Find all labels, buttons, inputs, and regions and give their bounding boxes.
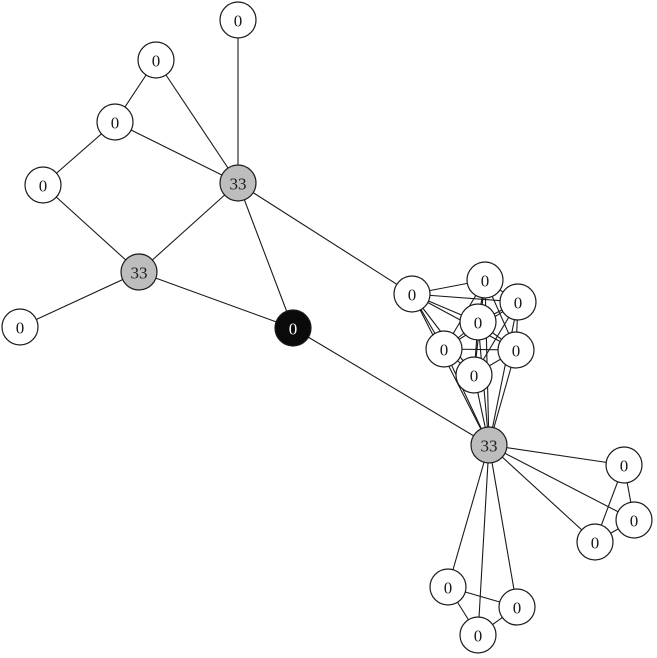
node-circle: [455, 356, 493, 394]
node-label: 0: [513, 599, 522, 618]
node-circle: [605, 446, 643, 484]
edge-c1-h3: [411, 293, 490, 446]
node-src: 0: [274, 309, 312, 347]
node-n_left: 0: [1, 308, 39, 346]
node-n_top: 0: [219, 1, 257, 39]
node-label: 0: [620, 457, 629, 476]
node-label: 0: [444, 579, 453, 598]
node-h3: 33: [470, 426, 508, 464]
node-c7: 0: [455, 356, 493, 394]
node-r3: 0: [576, 523, 614, 561]
node-r2: 0: [615, 501, 653, 539]
edge-h2-n_left: [19, 271, 140, 328]
node-c5: 0: [497, 331, 535, 369]
edge-h1-h2: [138, 182, 239, 273]
node-circle: [470, 426, 508, 464]
edge-h3-r2: [488, 444, 635, 521]
edge-n_a-h1: [155, 59, 239, 184]
node-circle: [120, 253, 158, 291]
edge-n_b-h1: [114, 121, 239, 184]
edge-src-h3: [292, 327, 490, 446]
node-circle: [498, 588, 536, 626]
node-c1: 0: [393, 275, 431, 313]
node-circle: [393, 275, 431, 313]
node-label: 0: [440, 341, 449, 360]
node-circle: [459, 616, 497, 654]
node-label: 0: [474, 627, 483, 646]
node-label: 0: [470, 367, 479, 386]
edge-h3-r1: [488, 444, 625, 466]
node-label: 0: [591, 534, 600, 553]
node-label: 33: [230, 175, 247, 194]
node-circle: [499, 283, 537, 321]
edge-n_c-h2: [42, 184, 140, 273]
node-h2: 33: [120, 253, 158, 291]
node-b2: 0: [498, 588, 536, 626]
node-n_a: 0: [137, 41, 175, 79]
node-h1: 33: [219, 164, 257, 202]
node-label: 0: [289, 320, 298, 339]
node-label: 0: [111, 114, 120, 133]
edge-h3-b1: [447, 444, 490, 588]
node-label: 0: [514, 294, 523, 313]
node-label: 0: [408, 286, 417, 305]
node-circle: [576, 523, 614, 561]
edge-h1-src: [237, 182, 294, 329]
node-circle: [96, 103, 134, 141]
node-circle: [137, 41, 175, 79]
node-circle: [497, 331, 535, 369]
node-n_b: 0: [96, 103, 134, 141]
node-label: 0: [16, 319, 25, 338]
edge-h3-b3: [477, 444, 490, 636]
node-r1: 0: [605, 446, 643, 484]
node-circle: [466, 261, 504, 299]
node-c6: 0: [425, 330, 463, 368]
node-b3: 0: [459, 616, 497, 654]
node-label: 0: [474, 314, 483, 333]
node-circle: [219, 1, 257, 39]
node-circle: [429, 568, 467, 606]
node-label: 33: [481, 437, 498, 456]
node-circle: [615, 501, 653, 539]
node-c2: 0: [466, 261, 504, 299]
edge-h2-src: [138, 271, 294, 329]
edge-h1-c1: [237, 182, 413, 295]
edge-h3-r3: [488, 444, 596, 543]
node-label: 0: [152, 52, 161, 71]
node-label: 0: [630, 512, 639, 531]
node-label: 0: [481, 272, 490, 291]
node-label: 0: [234, 12, 243, 31]
node-b1: 0: [429, 568, 467, 606]
node-label: 0: [512, 342, 521, 361]
node-n_c: 0: [24, 166, 62, 204]
node-circle: [219, 164, 257, 202]
node-circle: [425, 330, 463, 368]
node-circle: [459, 303, 497, 341]
node-c4: 0: [459, 303, 497, 341]
node-circle: [274, 309, 312, 347]
node-circle: [1, 308, 39, 346]
node-label: 33: [131, 264, 148, 283]
node-c3: 0: [499, 283, 537, 321]
edge-h3-b2: [488, 444, 518, 608]
edge-c3-h3: [488, 301, 519, 446]
node-circle: [24, 166, 62, 204]
node-label: 0: [39, 177, 48, 196]
